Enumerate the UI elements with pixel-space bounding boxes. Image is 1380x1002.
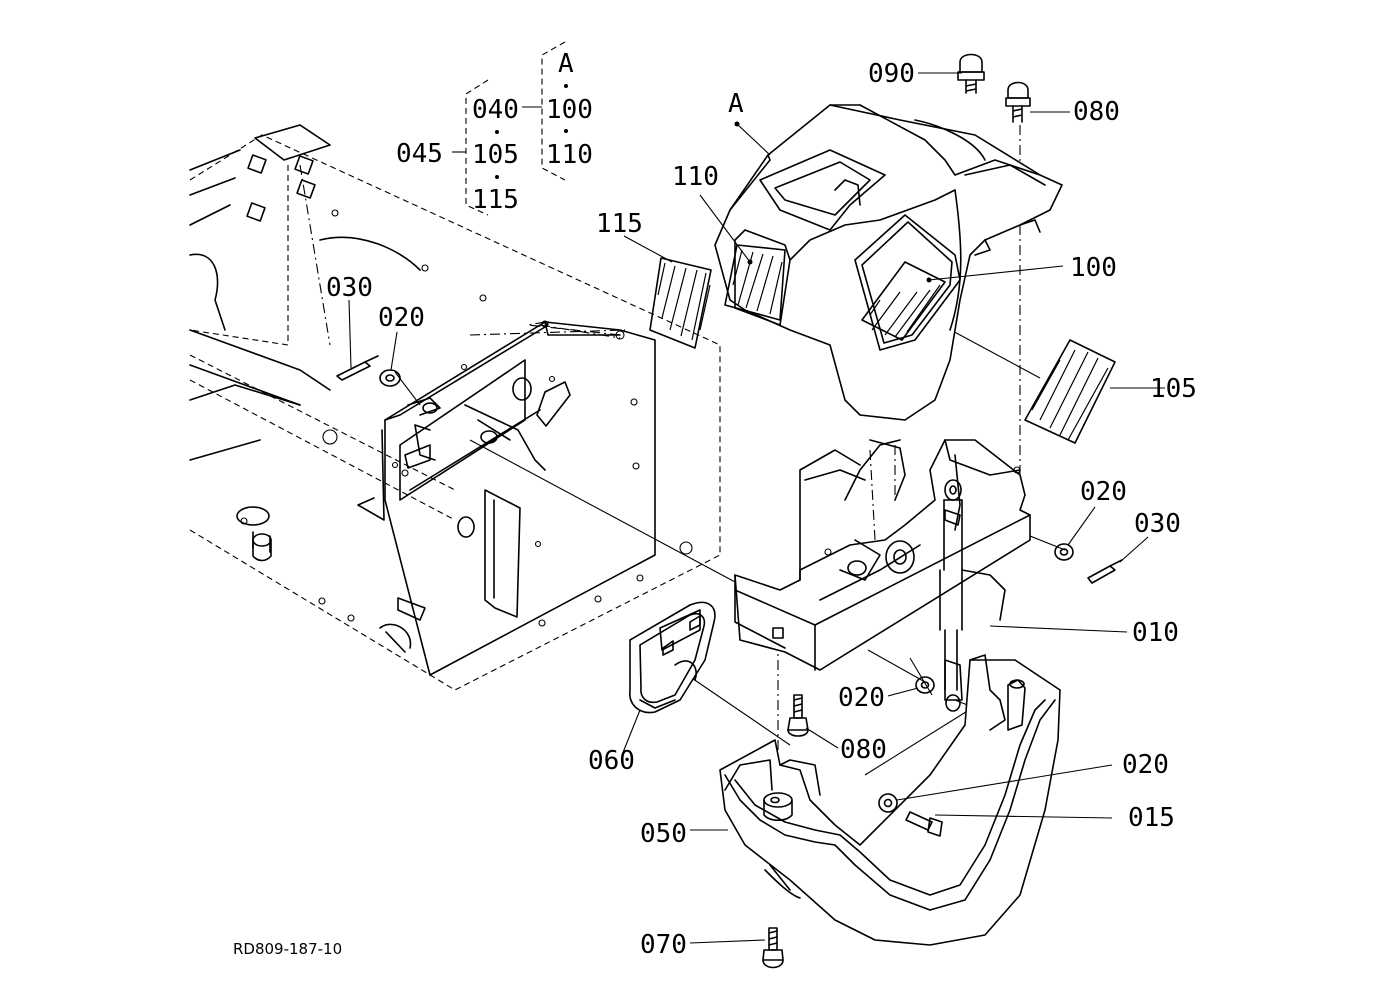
callout-115: 115 <box>596 209 643 239</box>
washer-020-mid <box>915 676 935 694</box>
callout-100: 100 <box>1070 253 1117 283</box>
drawing-code: RD809-187-10 <box>233 940 342 958</box>
pin-030-right <box>1087 559 1123 584</box>
callouts: 040 105 115 045 A 100 110 A 110 115 090 … <box>233 49 1197 960</box>
callout-100-group: 100 <box>546 95 593 125</box>
bolt-080-top <box>1005 81 1031 123</box>
callout-020-right: 020 <box>1080 477 1127 507</box>
callout-105: 105 <box>1150 374 1197 404</box>
callout-030-left: 030 <box>326 273 373 303</box>
center-bracket <box>357 321 656 676</box>
callout-070: 070 <box>640 930 687 960</box>
group-bracket-045 <box>452 79 499 216</box>
group-bracket-A <box>522 41 568 181</box>
pin-030-left <box>336 355 379 381</box>
callout-105-group: 105 <box>472 140 519 170</box>
callout-030-right: 030 <box>1134 509 1181 539</box>
bolt-080-mid <box>787 694 809 737</box>
callout-080-top: 080 <box>1073 97 1120 127</box>
callout-045: 045 <box>396 139 443 169</box>
washer-020-left <box>379 369 401 387</box>
washer-020-right <box>1054 543 1074 561</box>
washer-020-low <box>878 793 898 813</box>
callout-110-group: 110 <box>546 140 593 170</box>
callout-050: 050 <box>640 819 687 849</box>
callout-020-left: 020 <box>378 303 425 333</box>
label-110 <box>724 244 786 321</box>
callout-A-group: A <box>558 49 574 79</box>
leader-lines <box>348 72 1165 944</box>
label-100 <box>861 261 946 341</box>
top-cover <box>714 104 1063 421</box>
bolt-070 <box>762 927 784 969</box>
callout-010: 010 <box>1132 618 1179 648</box>
callout-040: 040 <box>472 95 519 125</box>
bezel-060 <box>629 601 716 714</box>
callout-015: 015 <box>1128 803 1175 833</box>
callout-110: 110 <box>672 162 719 192</box>
callout-060: 060 <box>588 746 635 776</box>
label-115 <box>649 257 712 349</box>
callout-090: 090 <box>868 59 915 89</box>
label-105 <box>1024 339 1116 444</box>
lower-cover-050 <box>719 654 1061 946</box>
callout-020-low: 020 <box>1122 750 1169 780</box>
callout-A-part: A <box>728 89 744 119</box>
callout-115-group: 115 <box>472 185 519 215</box>
chassis-frame <box>189 124 721 691</box>
callout-020-mid: 020 <box>838 683 885 713</box>
bolt-015 <box>905 811 943 837</box>
bracket-010 <box>734 439 1031 712</box>
callout-080-mid: 080 <box>840 735 887 765</box>
bolt-090 <box>957 53 985 94</box>
